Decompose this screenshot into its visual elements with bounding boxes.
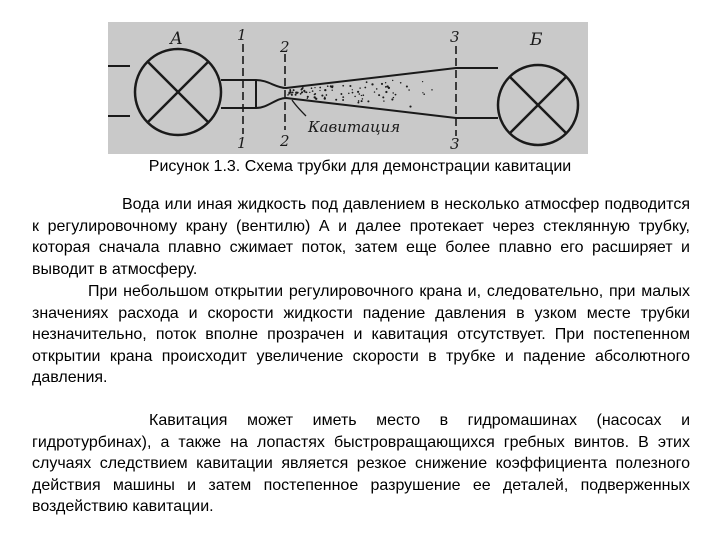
tube-diagram: А Б 1 1 2 2 3 3 Кавитация — [108, 26, 580, 153]
section-3-bottom-label: 3 — [450, 135, 460, 153]
cavitation-bubble — [340, 93, 343, 95]
cavitation-bubble — [331, 89, 333, 91]
cavitation-bubble — [291, 91, 294, 94]
cavitation-bubble — [365, 81, 368, 84]
cavitation-bubble — [431, 89, 433, 91]
cavitation-bubble — [422, 92, 424, 94]
cavitation-bubble — [289, 91, 292, 94]
cavitation-bubble — [357, 100, 360, 102]
cavitation-bubble — [392, 92, 394, 94]
cavitation-bubble — [421, 80, 424, 83]
cavitation-bubble — [361, 98, 364, 100]
cavitation-bubble — [399, 82, 402, 84]
cavitation-bubble — [357, 101, 360, 104]
cavitation-bubble — [324, 88, 327, 92]
cavitation-bubble — [384, 82, 387, 84]
cavitation-bubble — [423, 93, 425, 95]
cavitation-bubble — [385, 90, 388, 94]
cavitation-bubble — [306, 95, 309, 98]
cavitation-bubble — [373, 91, 376, 93]
cavitation-bubble — [360, 94, 363, 97]
cavitation-bubble — [326, 85, 329, 88]
cavitation-bubble — [375, 88, 378, 90]
cavitation-bubble — [362, 94, 365, 97]
cavitation-bubble — [391, 79, 394, 82]
cavitation-bubble — [296, 92, 299, 94]
cavitation-bubble — [311, 90, 314, 92]
cavitation-bubble — [405, 85, 408, 88]
valve-a-label: А — [169, 29, 183, 49]
cavitation-bubble — [331, 86, 334, 89]
cavitation-bubble — [299, 93, 302, 95]
cavitation-bubble — [301, 91, 304, 94]
cavitation-bubble — [351, 89, 353, 91]
cavitation-bubble — [289, 89, 292, 92]
cavitation-bubble — [306, 97, 309, 100]
cavitation-tube-figure: А Б 1 1 2 2 3 3 Кавитация — [108, 22, 588, 154]
paragraph-3: Кавитация может иметь место в гидромашин… — [32, 412, 690, 515]
cavitation-bubble — [301, 86, 304, 89]
valve-b-label: Б — [529, 30, 543, 50]
cavitation-label: Кавитация — [307, 118, 400, 136]
paragraph-2: При небольшом открытии регулировочного к… — [32, 283, 690, 386]
section-3-top-label: 3 — [450, 28, 460, 46]
cavitation-bubble — [359, 87, 361, 89]
section-2-bottom-label: 2 — [279, 132, 290, 150]
cavitation-bubble — [378, 94, 381, 97]
paragraph-1: Вода или иная жидкость под давлением в н… — [32, 196, 690, 278]
section-1-top-label: 1 — [237, 26, 247, 44]
cavitation-bubble — [323, 97, 326, 100]
cavitation-bubbles — [287, 79, 433, 108]
cavitation-bubble — [314, 92, 317, 95]
cavitation-bubble — [364, 86, 367, 89]
section-1-bottom-label: 1 — [237, 134, 247, 152]
glass-tube — [221, 67, 498, 119]
cavitation-bubble — [358, 93, 361, 95]
cavitation-bubble — [354, 95, 356, 98]
cavitation-bubble — [335, 98, 338, 101]
cavitation-bubble — [384, 86, 387, 88]
cavitation-bubble — [367, 100, 370, 103]
cavitation-bubble — [408, 89, 410, 91]
figure-caption: Рисунок 1.3. Схема трубки для демонстрац… — [148, 158, 572, 175]
cavitation-bubble — [313, 96, 316, 99]
cavitation-bubble — [371, 83, 374, 86]
cavitation-bubble — [342, 84, 345, 87]
cavitation-bubble — [342, 99, 345, 101]
cavitation-bubble — [357, 90, 360, 93]
cavitation-bubble — [325, 94, 328, 96]
valve-a-icon — [133, 47, 223, 137]
valve-b-icon — [496, 63, 580, 147]
cavitation-bubble — [292, 89, 295, 92]
cavitation-bubble — [392, 96, 395, 99]
cavitation-bubble — [290, 93, 292, 95]
cavitation-bubble — [314, 86, 316, 89]
cavitation-bubble — [294, 93, 297, 96]
cavitation-bubble — [315, 97, 318, 100]
section-2-top-label: 2 — [279, 38, 290, 56]
cavitation-bubble — [349, 84, 352, 88]
cavitation-bubble — [394, 93, 397, 96]
cavitation-bubble — [386, 85, 389, 88]
cavitation-bubble — [321, 94, 324, 97]
cavitation-bubble — [305, 91, 308, 94]
cavitation-bubble — [348, 92, 350, 95]
cavitation-bubble — [342, 96, 345, 98]
cavitation-bubble — [391, 98, 394, 101]
cavitation-bubble — [309, 91, 311, 94]
cavitation-bubble — [360, 100, 363, 103]
cavitation-bubble — [287, 94, 289, 96]
cavitation-pointer — [291, 99, 307, 117]
cavitation-bubble — [383, 100, 385, 102]
cavitation-bubble — [380, 82, 384, 85]
cavitation-bubble — [310, 87, 313, 89]
cavitation-bubble — [351, 91, 354, 94]
cavitation-bubble — [319, 86, 322, 89]
cavitation-bubble — [382, 96, 385, 99]
cavitation-bubble — [304, 91, 306, 93]
cavitation-bubble — [319, 89, 321, 92]
cavitation-bubble — [409, 105, 412, 108]
